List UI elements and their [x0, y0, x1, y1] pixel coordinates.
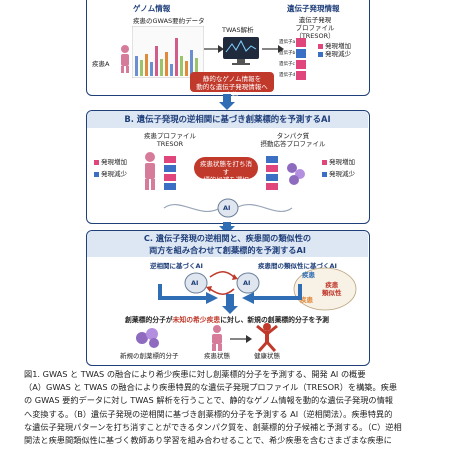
ai-label-c-right: AI [243, 279, 251, 287]
conversion-line1: 静的なゲノム情報を [202, 75, 262, 83]
gene-label-c: 遺伝子c [279, 62, 295, 67]
legend-down-b-left-text: 発現減少 [101, 170, 127, 178]
legend-up-b-left: 発現増加 [94, 158, 127, 166]
prediction-suffix: に対し、新規の創薬標的分子を予測 [220, 316, 329, 324]
panel-b-right-label: タンパク質 摂動応答プロファイル [256, 132, 330, 148]
legend-down-a: 発現減少 [318, 50, 351, 58]
legend-down-b-right-swatch [322, 171, 327, 177]
legend-up-text: 発現増加 [325, 42, 351, 50]
panel-b-title-bar: B. 遺伝子発現の逆相関に基づき創薬標的を予測するAI [87, 111, 368, 128]
panel-b-left-label: 疾患プロファイル TRESOR [140, 132, 200, 148]
caption-line-6: 関法と疾患間類似性に基づく教師あり学習を組み合わせることで、希少疾患を含むさまざ… [24, 435, 392, 446]
protein-icon [287, 163, 305, 185]
arrow-a-to-b [219, 94, 235, 110]
ai-label-b: AI [223, 204, 231, 212]
tresor-label: 遺伝子発現 プロファイル（TRESOR） [282, 16, 348, 40]
panel-b-legend-left: 発現増加 発現減少 [94, 158, 127, 178]
converging-arrows [158, 284, 302, 314]
legend-up-b-right: 発現増加 [322, 158, 355, 166]
caption-line-3: の GWAS 要約データに対し TWAS 解析を行うことで、静的なゲノム情報を動… [24, 395, 393, 406]
prediction-banner: 創薬標的分子が未知の希少疾患に対し、新規の創薬標的分子を予測 [98, 316, 356, 325]
disease-similarity-cluster [293, 267, 357, 311]
sick-person-icon [145, 152, 155, 190]
twas-monitor-icon [223, 37, 259, 65]
arrow-to-healthy [230, 335, 252, 343]
fig-label-disease: 疾患状態 [204, 352, 230, 360]
legend-up-b-right-text: 発現増加 [329, 158, 355, 166]
legend-up-swatch [318, 43, 323, 49]
ai-label-c-left: AI [191, 279, 199, 287]
target-molecule-icon [136, 328, 159, 348]
ai-brain-icon-b [163, 198, 293, 218]
legend-down-b-left: 発現減少 [94, 170, 127, 178]
figure-caption: 図1. GWAS と TWAS の融合により希少疾患に対し創薬標的分子を予測する… [24, 368, 442, 447]
gene-label-a: 遺伝子a [279, 40, 296, 45]
center-select-line1: 疾患状態を打ち消す [200, 160, 252, 176]
disease-profile-figure [145, 152, 176, 190]
legend-up-b-left-text: 発現増加 [101, 158, 127, 166]
panel-b-right-line1: タンパク質 [276, 132, 310, 140]
prediction-prefix: 創薬標的分子が [125, 316, 173, 324]
prediction-highlight: 未知の希少疾患 [172, 316, 221, 324]
legend-up-b-right-swatch [322, 159, 327, 165]
legend-down-swatch [318, 51, 323, 57]
panel-b-left-line1: 疾患プロファイル [144, 132, 196, 140]
legend-down-b-left-swatch [94, 171, 99, 177]
tresor-profile-a [296, 38, 306, 80]
gene-label-d: 遺伝子d [279, 73, 296, 78]
manhattan-points [135, 38, 198, 76]
caption-line-2: （A）GWAS と TWAS の融合により疾患特異的な遺伝子発現プロファイル（T… [24, 382, 398, 393]
legend-down-b-right-text: 発現減少 [329, 170, 355, 178]
disease-tag-2-line2: 類似性 [322, 289, 342, 297]
genome-info-label: ゲノム情報 [133, 4, 171, 13]
disease-tag-2: 疾患 類似性 [322, 281, 342, 297]
panel-c-left-label: 逆相関に基づくAI [150, 262, 203, 270]
twas-label: TWAS解析 [222, 26, 254, 34]
panel-c-title-2: 両方を組み合わせて創薬標的を予測するAI [149, 245, 306, 255]
legend-up-b-left-swatch [94, 159, 99, 165]
legend-down-b-right: 発現減少 [322, 170, 355, 178]
fig-label-target: 新規の創薬標的分子 [120, 352, 179, 360]
panel-b-title: B. 遺伝子発現の逆相関に基づき創薬標的を予測するAI [124, 114, 331, 124]
legend-up-a: 発現増加 [318, 42, 351, 50]
disease-tag-1: 疾患 [302, 271, 315, 279]
gene-label-list: 遺伝子a 遺伝子b 遺伝子c 遺伝子d [279, 37, 297, 81]
caption-line-5: な遺伝子発現パターンを打ち消すことができるタンパク質を、創薬標的分子候補と予測す… [24, 421, 402, 432]
disease-tag-3: 疾患 [300, 296, 313, 304]
ai-combination-graphic [184, 270, 260, 296]
conversion-box: 静的なゲノム情報を 動的な遺伝子発現情報へ変換 [190, 72, 274, 99]
caption-line-4: へ変換する。（B）遺伝子発現の逆相関に基づき創薬標的分子を予測する AI（逆相関… [24, 408, 393, 419]
person-icon [121, 45, 129, 73]
healthy-state-icon [256, 323, 278, 352]
gwas-label: 疾患のGWAS要約データ [133, 17, 205, 25]
expression-info-label: 遺伝子発現情報 [287, 4, 340, 13]
arrow-to-tresor [262, 45, 284, 53]
panel-b-left-line2: TRESOR [156, 140, 184, 148]
disease-state-icon [212, 325, 222, 351]
conversion-line2: 動的な遺伝子発現情報へ変換 [196, 83, 268, 99]
tresor-label-line1: 遺伝子発現 [298, 16, 332, 24]
panel-a-legend: 発現増加 発現減少 [318, 42, 351, 58]
gene-label-b: 遺伝子b [279, 51, 296, 56]
legend-down-text: 発現減少 [325, 50, 351, 58]
fig-label-healthy: 健康状態 [254, 352, 280, 360]
arrow-to-twas [204, 45, 224, 53]
panel-b-legend-right: 発現増加 発現減少 [322, 158, 355, 178]
manhattan-plot [132, 26, 204, 78]
center-select-box: 疾患状態を打ち消す 標的候補を選択 [194, 157, 258, 184]
protein-profile-figure [266, 156, 305, 190]
panel-c-title-bar: C. 遺伝子発現の逆相関と、疾患間の類似性の 両方を組み合わせて創薬標的を予測す… [87, 231, 368, 257]
center-select-line2: 標的候補を選択 [203, 176, 249, 184]
panel-c-right-label: 疾患間の類似性に基づくAI [258, 262, 337, 270]
tresor-label-line2: プロファイル（TRESOR） [295, 24, 335, 40]
disease-a-label: 疾患A [92, 60, 110, 68]
panel-c-title-1: C. 遺伝子発現の逆相関と、疾患間の類似性の [143, 233, 312, 243]
caption-line-1: 図1. GWAS と TWAS の融合により希少疾患に対し創薬標的分子を予測する… [24, 369, 366, 379]
panel-b-right-line2: 摂動応答プロファイル [260, 140, 326, 148]
disease-tag-2-line1: 疾患 [325, 281, 339, 289]
